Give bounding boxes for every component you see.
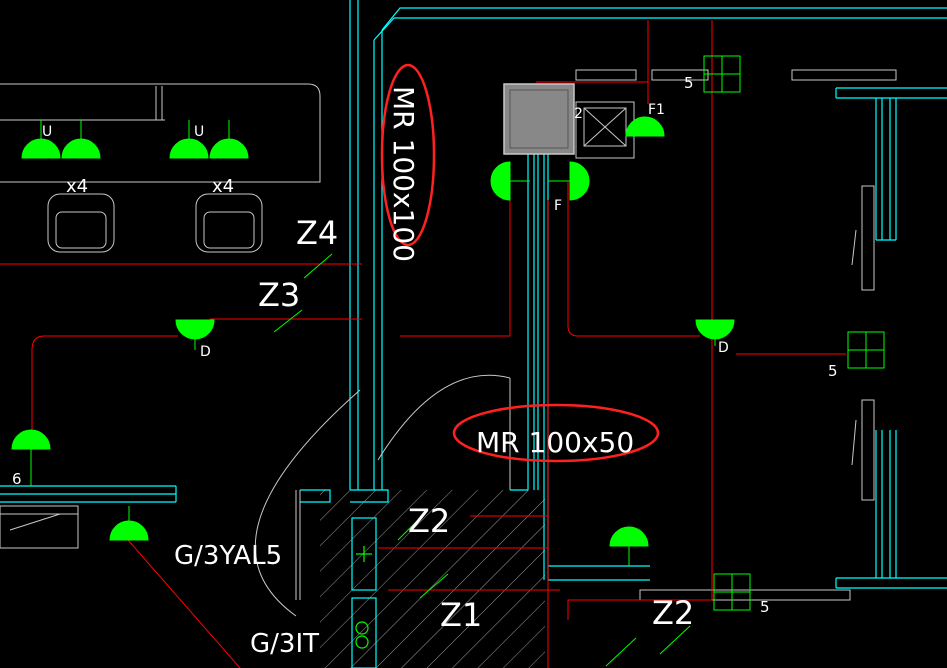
highlight-ellipses	[380, 63, 660, 463]
zone-label-z1: Z1	[440, 596, 482, 634]
count-top: 5	[684, 74, 694, 92]
socket-letter-f: F	[554, 198, 562, 214]
circuit-label-it: G/3IT	[250, 629, 319, 659]
socket-outlet	[695, 319, 735, 346]
zone-label-z3: Z3	[258, 276, 300, 314]
socket-letter-d2: D	[718, 340, 729, 356]
furniture	[0, 69, 897, 617]
data-outlet	[703, 55, 741, 93]
socket-letter-u1: U	[42, 124, 52, 140]
count-bottom: 5	[760, 598, 770, 616]
multiplier-right: x4	[212, 176, 234, 197]
socket-letter-u2: U	[194, 124, 204, 140]
socket-outlet	[490, 161, 530, 201]
trunking-label-horizontal: MR 100x50	[476, 426, 634, 459]
zone-label-z2-right: Z2	[652, 594, 694, 632]
socket-letter-f1: F1	[648, 102, 665, 118]
riser-box	[503, 83, 575, 155]
circuit-label-yal5: G/3YAL5	[174, 541, 282, 571]
socket-outlet	[11, 429, 51, 486]
socket-outlets	[11, 116, 735, 566]
socket-outlet	[625, 116, 665, 137]
socket-outlet	[609, 526, 649, 566]
highlight-horizontal	[452, 403, 660, 463]
zone-label-z2: Z2	[408, 502, 450, 540]
count-right: 5	[828, 362, 838, 380]
socket-outlet	[61, 120, 101, 159]
labels: Z4 Z3 Z2 Z1 Z2 MR 100x100 MR 100x50 G/3Y…	[12, 74, 838, 659]
data-outlets	[703, 55, 885, 611]
data-outlet	[713, 573, 751, 611]
zone-label-z4: Z4	[296, 214, 338, 252]
circuits	[0, 20, 846, 668]
highlight-vertical	[380, 63, 436, 247]
socket-outlet	[548, 161, 590, 201]
socket-letter-2: 2	[574, 106, 583, 122]
zone-leaders	[273, 253, 691, 667]
socket-letter-d1: D	[200, 344, 211, 360]
multiplier-left: x4	[66, 176, 88, 197]
socket-outlet	[209, 120, 249, 159]
count-left: 6	[12, 470, 22, 488]
socket-outlet	[169, 120, 209, 159]
socket-outlet	[109, 506, 149, 541]
trunking-label-vertical: MR 100x100	[387, 86, 420, 262]
data-outlet	[847, 331, 885, 369]
socket-outlet	[175, 319, 215, 350]
socket-outlet	[21, 120, 61, 159]
